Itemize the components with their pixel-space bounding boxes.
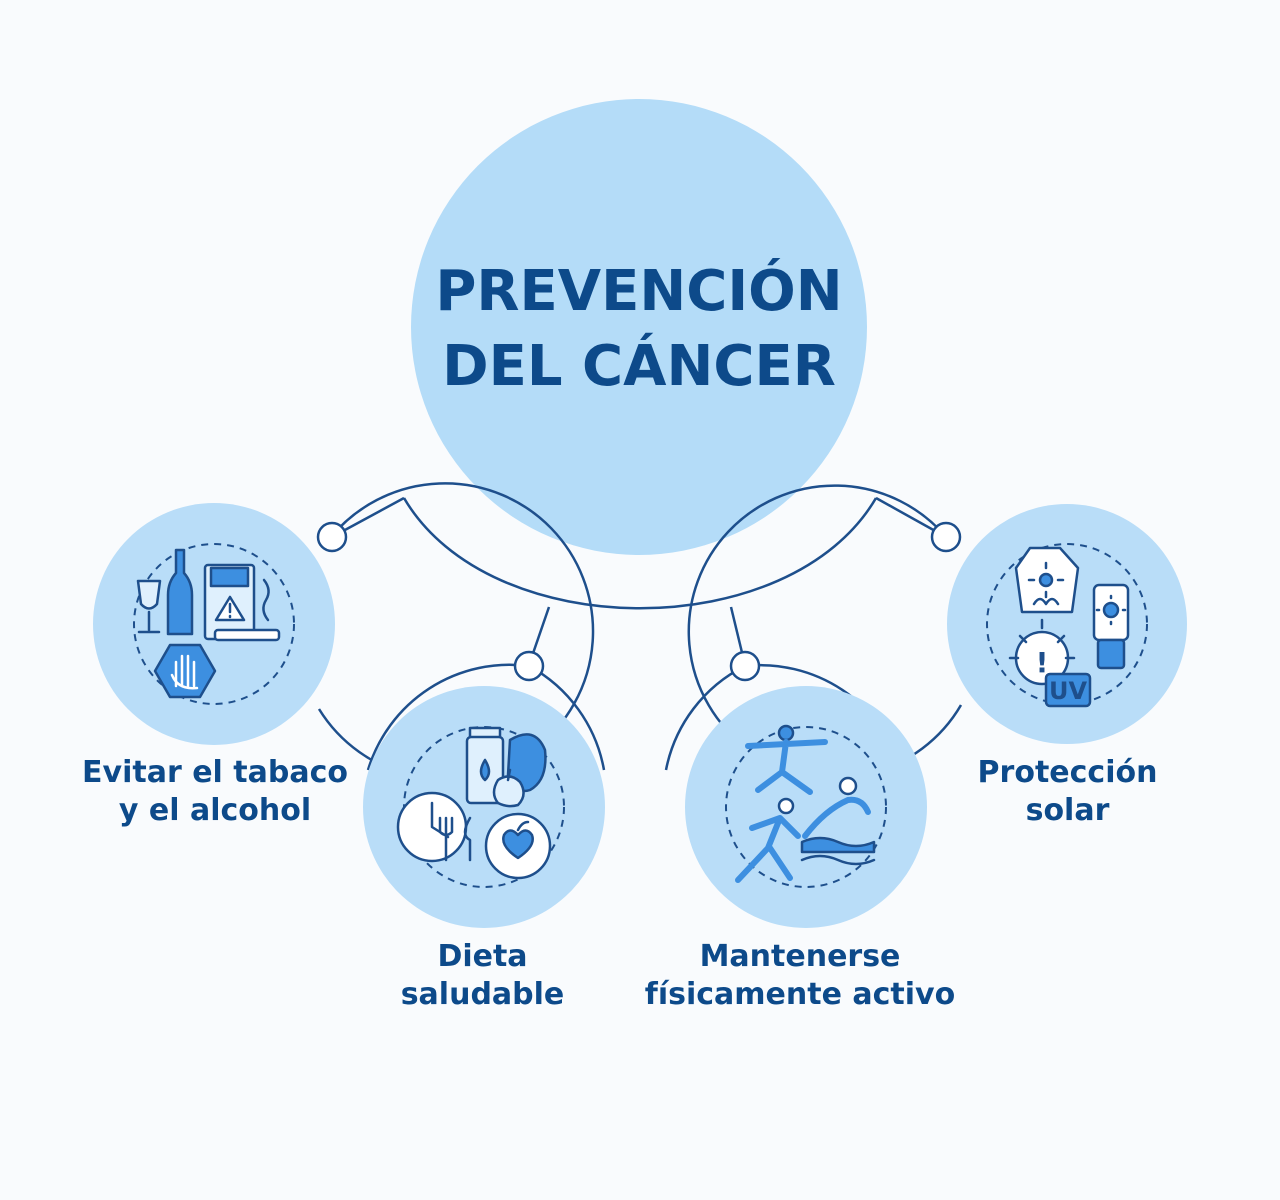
branch-label-1-line-2: y el alcohol [118, 793, 312, 828]
knob-3 [729, 650, 761, 682]
branch-label-3-line-1: Mantenerse [699, 939, 901, 974]
node-circle-4 [947, 504, 1187, 744]
connector-arc [402, 497, 878, 610]
node-ring-2b [528, 664, 606, 771]
node-circle-2 [363, 686, 605, 928]
title-line-2: DEL CÁNCER [442, 334, 836, 399]
warning-mark: ! [1036, 646, 1049, 679]
node-ring-3 [664, 664, 746, 771]
branch-label-4-line-2: solar [1025, 793, 1110, 828]
title-line-1: PREVENCIÓN [435, 259, 842, 324]
cigarette-alcohol-stop-icon [136, 548, 281, 699]
sun-protection-icon: ! UV [1008, 546, 1130, 708]
healthy-diet-icon [396, 726, 552, 880]
branch-label-solar: Protección solar [930, 754, 1205, 830]
branch-label-3-line-2: físicamente activo [644, 977, 956, 1012]
node-ring-2 [366, 663, 530, 771]
branch-label-actividad: Mantenerse físicamente activo [625, 938, 975, 1014]
title-circle [411, 99, 867, 555]
node-circle-3 [685, 686, 927, 928]
dashed-ring-4 [986, 543, 1148, 705]
branch-label-dieta: Dieta saludable [350, 938, 615, 1014]
uv-label: UV [1049, 677, 1087, 705]
branch-label-2-line-1: Dieta [437, 939, 528, 974]
branch-label-1-line-1: Evitar el tabaco [82, 755, 348, 790]
branch-label-2-line-2: saludable [400, 977, 565, 1012]
dashed-ring-3 [725, 726, 887, 888]
branch-label-tabaco: Evitar el tabaco y el alcohol [60, 754, 370, 830]
knob-4 [930, 521, 962, 553]
dashed-ring-1 [133, 543, 295, 705]
knob-2 [513, 650, 545, 682]
knob-1 [316, 521, 348, 553]
connector-knobs [316, 521, 962, 682]
physical-activity-icon [735, 724, 876, 883]
branch-label-4-line-1: Protección [977, 755, 1158, 790]
